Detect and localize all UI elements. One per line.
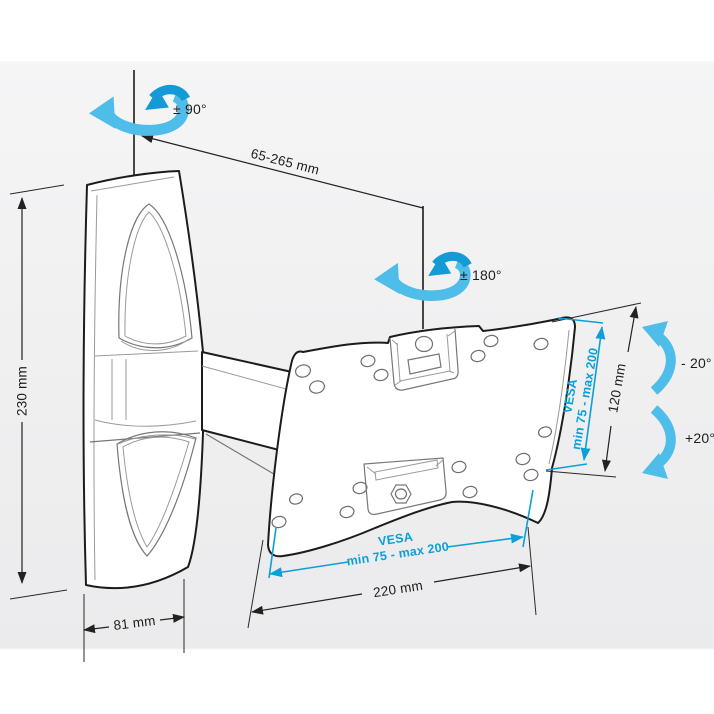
- upper-arch-cutout: [118, 203, 193, 352]
- vesa-hole: [271, 515, 287, 529]
- rotation-arrow-90-icon: [89, 89, 186, 131]
- dim-depth: 81 mm: [83, 579, 185, 662]
- top-latch: [389, 328, 459, 391]
- vesa-hole: [352, 481, 368, 495]
- plate-height-label: 120 mm: [605, 362, 628, 414]
- tilt-down-arrow-icon: [642, 405, 676, 479]
- vesa-plate-outline: [267, 316, 576, 558]
- vesa-hole: [533, 337, 549, 351]
- vesa-hole: [339, 505, 355, 519]
- latch-hole: [414, 335, 434, 353]
- vesa-hole: [462, 485, 478, 499]
- latch-nut: [390, 484, 412, 504]
- wall-bracket: [82, 170, 204, 590]
- vesa-hole: [523, 468, 539, 482]
- depth-label: 81 mm: [113, 613, 157, 633]
- vesa-hole: [288, 493, 304, 505]
- rotation-arrow-180-icon: [374, 256, 467, 296]
- tilt-up-label: - 20°: [681, 355, 712, 371]
- swivel-180-label: ± 180°: [460, 267, 502, 283]
- vesa-hole: [308, 380, 326, 394]
- vesa-vertical-label-1: VESA: [560, 378, 580, 415]
- bracket-hinge-section: [89, 350, 201, 443]
- vesa-hole: [451, 460, 467, 474]
- bottom-latch: [363, 457, 447, 516]
- vesa-holes: [271, 334, 553, 529]
- vesa-hole: [470, 349, 486, 363]
- swivel-90-label: ± 90°: [173, 101, 207, 117]
- dim-height: 230 mm: [9, 184, 68, 600]
- lower-arch-cutout: [116, 431, 197, 557]
- plate-width-label: 220 mm: [372, 578, 424, 600]
- vesa-hole: [294, 364, 312, 378]
- vesa-hole: [373, 368, 389, 382]
- wall-bracket-outline: [82, 170, 204, 590]
- vesa-horizontal-label-1: VESA: [377, 530, 414, 549]
- height-label: 230 mm: [15, 366, 30, 416]
- vesa-hole: [515, 452, 531, 466]
- vesa-plate: [267, 316, 576, 558]
- vesa-hole: [360, 354, 376, 368]
- vesa-hole: [483, 334, 499, 348]
- vesa-hole: [537, 426, 553, 438]
- tilt-down-label: +20°: [685, 430, 714, 446]
- tilt-up-arrow-icon: [642, 321, 676, 395]
